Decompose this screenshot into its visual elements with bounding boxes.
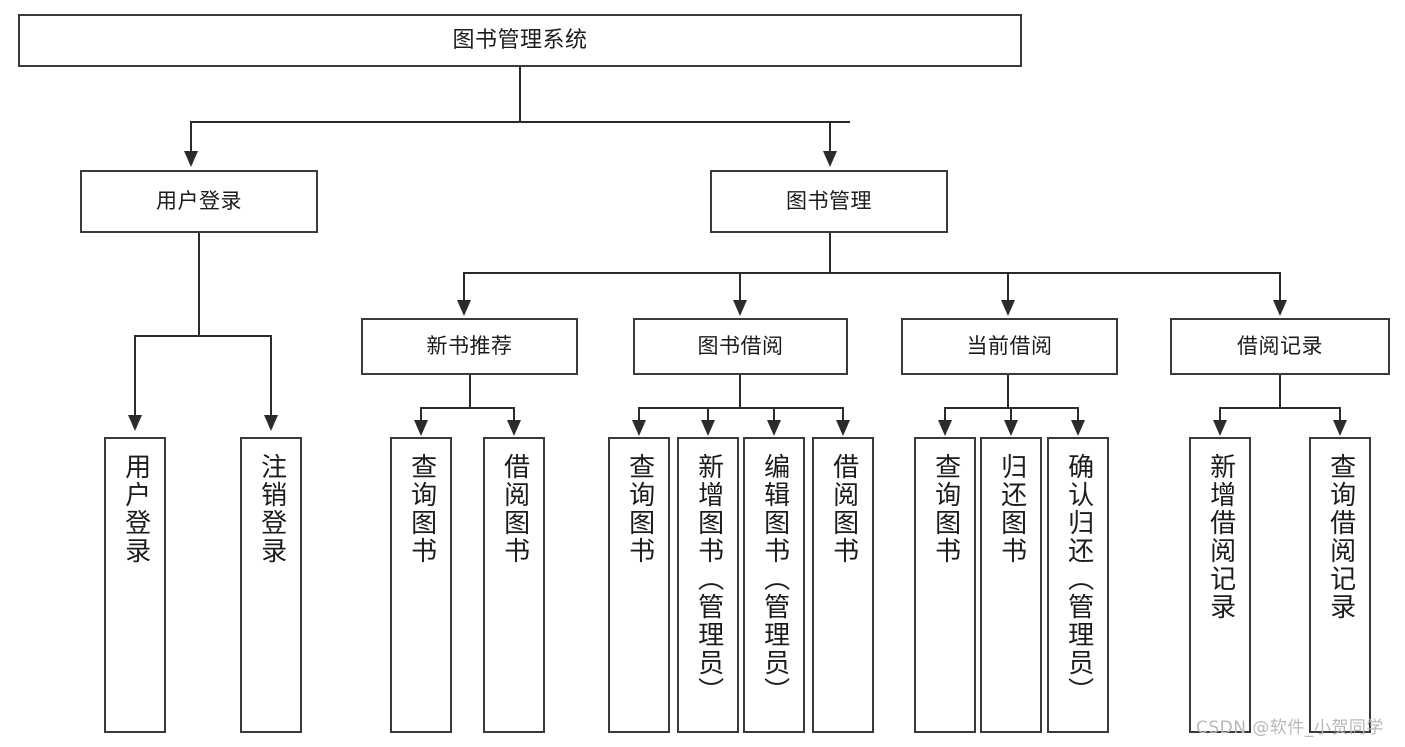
connector-root-to-userlogin — [190, 121, 192, 153]
node-root-label: 图书管理系统 — [452, 27, 588, 53]
connector-bookborrow-d4 — [842, 407, 844, 423]
connector-root-bar — [190, 121, 850, 123]
arrow-bookborrow-to-add — [701, 420, 715, 436]
connector-currentborrow-stem — [1007, 374, 1009, 409]
node-leaf-user-login-label: 用户登录 — [120, 453, 151, 565]
arrow-bookborrow-to-borrow — [836, 420, 850, 436]
node-leaf-confirm-return-label: 确认归还（管理员） — [1063, 453, 1094, 705]
arrow-currentborrow-to-return — [1004, 420, 1018, 436]
arrow-root-to-userlogin — [184, 151, 198, 167]
node-book-manage-label: 图书管理 — [786, 189, 872, 214]
connector-bookmanage-bar — [463, 272, 1281, 274]
arrow-root-to-bookmanage — [823, 151, 837, 167]
connector-root-stem — [519, 66, 521, 122]
connector-root-to-bookmanage — [829, 121, 831, 153]
node-leaf-return-book-label: 归还图书 — [996, 453, 1027, 565]
connector-borrowrecord-stem — [1279, 374, 1281, 409]
connector-newbook-d1 — [420, 407, 422, 423]
arrow-borrowrecord-to-query — [1333, 420, 1347, 436]
node-borrow-record-label: 借阅记录 — [1237, 334, 1323, 359]
node-leaf-return-book[interactable]: 归还图书 — [980, 437, 1042, 733]
arrow-borrowrecord-to-add — [1213, 420, 1227, 436]
arrow-bookmanage-to-newbook — [457, 300, 471, 316]
node-leaf-query-book-2-label: 查询图书 — [624, 453, 655, 565]
arrow-currentborrow-to-query — [938, 420, 952, 436]
node-user-login[interactable]: 用户登录 — [80, 170, 318, 233]
connector-userlogin-to-leaf2 — [270, 335, 272, 417]
connector-borrowrecord-bar — [1219, 407, 1340, 409]
connector-bookmanage-stem — [829, 232, 831, 274]
arrow-bookmanage-to-borrowrecord — [1273, 300, 1287, 316]
arrow-bookmanage-to-bookborrow — [733, 300, 747, 316]
node-book-borrow[interactable]: 图书借阅 — [633, 318, 848, 375]
connector-borrowrecord-d1 — [1219, 407, 1221, 423]
node-leaf-query-book-2[interactable]: 查询图书 — [608, 437, 670, 733]
node-leaf-query-book-1[interactable]: 查询图书 — [390, 437, 452, 733]
connector-bookborrow-bar — [638, 407, 844, 409]
node-book-borrow-label: 图书借阅 — [697, 334, 784, 359]
node-leaf-borrow-book-1-label: 借阅图书 — [499, 453, 530, 565]
node-borrow-record[interactable]: 借阅记录 — [1170, 318, 1390, 375]
node-leaf-add-record[interactable]: 新增借阅记录 — [1189, 437, 1251, 733]
node-leaf-edit-book-label: 编辑图书（管理员） — [759, 453, 790, 705]
node-leaf-edit-book[interactable]: 编辑图书（管理员） — [743, 437, 805, 733]
connector-currentborrow-d1 — [944, 407, 946, 423]
node-new-book-recommend-label: 新书推荐 — [426, 334, 513, 359]
node-leaf-confirm-return[interactable]: 确认归还（管理员） — [1047, 437, 1109, 733]
node-leaf-query-record[interactable]: 查询借阅记录 — [1309, 437, 1371, 733]
arrow-newbook-to-borrow — [507, 420, 521, 436]
connector-bookmanage-to-c4 — [1279, 272, 1281, 302]
node-leaf-add-book-label: 新增图书（管理员） — [693, 453, 724, 705]
node-leaf-borrow-book-2[interactable]: 借阅图书 — [812, 437, 874, 733]
arrow-userlogin-to-leaf2 — [264, 415, 278, 431]
node-leaf-logout-label: 注销登录 — [256, 453, 287, 565]
node-leaf-query-book-1-label: 查询图书 — [406, 453, 437, 565]
node-leaf-add-record-label: 新增借阅记录 — [1205, 453, 1236, 621]
node-leaf-borrow-book-1[interactable]: 借阅图书 — [483, 437, 545, 733]
node-current-borrow-label: 当前借阅 — [966, 334, 1053, 359]
arrow-newbook-to-query — [414, 420, 428, 436]
node-book-manage[interactable]: 图书管理 — [710, 170, 948, 233]
arrow-bookborrow-to-edit — [767, 420, 781, 436]
connector-currentborrow-d2 — [1010, 407, 1012, 423]
node-current-borrow[interactable]: 当前借阅 — [901, 318, 1118, 375]
node-leaf-add-book[interactable]: 新增图书（管理员） — [677, 437, 739, 733]
connector-newbook-bar — [420, 407, 514, 409]
connector-bookborrow-d1 — [638, 407, 640, 423]
connector-bookmanage-to-c3 — [1007, 272, 1009, 302]
node-user-login-label: 用户登录 — [156, 189, 242, 214]
connector-userlogin-bar — [134, 335, 272, 337]
arrow-bookborrow-to-query — [632, 420, 646, 436]
node-leaf-user-login[interactable]: 用户登录 — [104, 437, 166, 733]
node-new-book-recommend[interactable]: 新书推荐 — [361, 318, 578, 375]
node-leaf-query-book-3-label: 查询图书 — [930, 453, 961, 565]
node-leaf-query-book-3[interactable]: 查询图书 — [914, 437, 976, 733]
node-leaf-query-record-label: 查询借阅记录 — [1325, 453, 1356, 621]
connector-bookborrow-d3 — [773, 407, 775, 423]
connector-newbook-d2 — [513, 407, 515, 423]
connector-currentborrow-d3 — [1077, 407, 1079, 423]
arrow-currentborrow-to-confirm — [1071, 420, 1085, 436]
arrow-userlogin-to-leaf1 — [128, 415, 142, 431]
node-root[interactable]: 图书管理系统 — [18, 14, 1022, 67]
connector-bookborrow-stem — [739, 374, 741, 409]
connector-bookmanage-to-c1 — [463, 272, 465, 302]
connector-userlogin-to-leaf1 — [134, 335, 136, 417]
connector-userlogin-stem — [198, 232, 200, 336]
connector-newbook-stem — [469, 374, 471, 409]
node-leaf-logout[interactable]: 注销登录 — [240, 437, 302, 733]
node-leaf-borrow-book-2-label: 借阅图书 — [828, 453, 859, 565]
connector-bookborrow-d2 — [707, 407, 709, 423]
connector-bookmanage-to-c2 — [739, 272, 741, 302]
arrow-bookmanage-to-currentborrow — [1001, 300, 1015, 316]
connector-borrowrecord-d2 — [1339, 407, 1341, 423]
